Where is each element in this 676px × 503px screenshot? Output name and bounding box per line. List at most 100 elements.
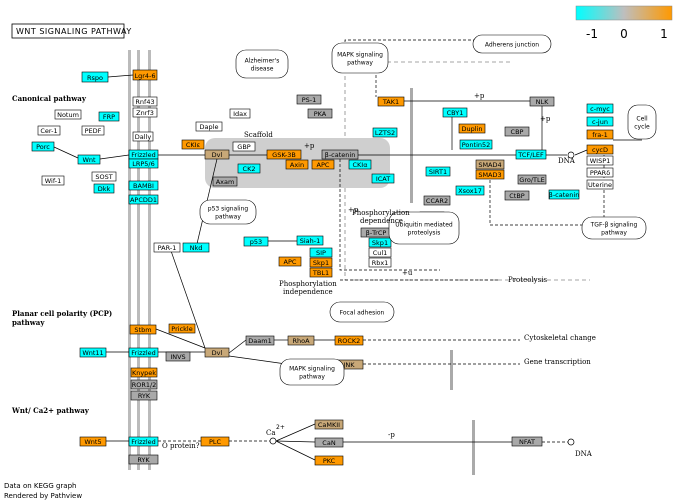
gene-node-znrf3[interactable]: Znrf3	[132, 107, 158, 118]
gene-node-pedf[interactable]: PEDF	[81, 125, 105, 136]
gene-node-kny[interactable]: Knypek	[130, 367, 158, 378]
gene-node-p53[interactable]: p53	[243, 236, 269, 247]
gene-node-frizzled[interactable]: Frizzled	[128, 149, 159, 160]
gene-node-ror12[interactable]: ROR1/2	[130, 379, 158, 390]
gene-node-porc[interactable]: Porc	[31, 141, 55, 152]
gene-node-tak1[interactable]: TAK1	[377, 96, 405, 107]
gene-node-cycd[interactable]: cycD	[586, 144, 614, 155]
gene-node-rnf43[interactable]: Rnf43	[132, 96, 158, 107]
gene-node-dvl2[interactable]: Dvl	[204, 347, 230, 358]
gene-node-grotle[interactable]: Gro/TLE	[517, 174, 547, 185]
gene-node-tbl1[interactable]: TBL1	[309, 267, 333, 278]
gene-node-cbp[interactable]: CBP	[504, 126, 530, 137]
gene-node-pkc[interactable]: PKC	[314, 455, 344, 466]
gene-node-prickle[interactable]: Prickle	[168, 323, 196, 334]
gene-node-lgr46[interactable]: Lgr4-6	[132, 69, 158, 81]
gene-node-ppard[interactable]: PPARδ	[586, 167, 614, 178]
gene-node-ryk[interactable]: RYK	[130, 390, 158, 401]
gene-node-duplin[interactable]: Duplin	[458, 123, 486, 134]
gene-node-daam1[interactable]: Daam1	[245, 335, 275, 346]
gene-node-apc[interactable]: APC	[311, 159, 335, 170]
gene-node-can[interactable]: CaN	[314, 437, 344, 448]
gene-node-pontin52[interactable]: Pontin52	[459, 139, 493, 150]
gene-node-cmyc[interactable]: c-myc	[586, 103, 614, 114]
gene-node-ryk2[interactable]: RYK	[128, 454, 159, 465]
gene-node-dally[interactable]: Dally	[132, 131, 154, 142]
gene-node-ps1[interactable]: PS-1	[296, 94, 322, 105]
gene-node-apc2[interactable]: APC	[278, 256, 302, 267]
gene-node-ccar2[interactable]: CCAR2	[423, 195, 451, 206]
gene-node-wnt[interactable]: Wnt	[77, 154, 101, 165]
gene-node-wif1[interactable]: Wif-1	[41, 175, 65, 186]
gene-node-bambi[interactable]: BAMBI	[128, 180, 159, 191]
gene-node-tcflef[interactable]: TCF/LEF	[515, 149, 547, 160]
gene-label: β-catenin	[549, 191, 580, 199]
pathway-link-focal[interactable]: Focal adhesion	[329, 301, 395, 323]
gene-node-smad4[interactable]: SMAD4	[475, 159, 505, 170]
gene-node-ck2[interactable]: CK2	[237, 163, 261, 174]
gene-node-sost[interactable]: SOST	[91, 171, 117, 182]
gene-node-lzts2[interactable]: LZTS2	[372, 127, 398, 138]
gene-node-icat[interactable]: ICAT	[371, 173, 395, 184]
gene-node-siah1[interactable]: Siah-1	[296, 235, 324, 246]
gene-node-fra1[interactable]: fra-1	[586, 129, 614, 140]
gene-node-frp[interactable]: FRP	[98, 111, 120, 122]
pathway-link-adherens[interactable]: Adherens junction	[472, 34, 552, 54]
gene-node-gsk3b[interactable]: GSK-3B	[266, 149, 302, 160]
gene-node-uterine[interactable]: Uterine	[586, 179, 614, 190]
gene-node-ckia[interactable]: CKIα	[348, 159, 372, 170]
gene-node-invs[interactable]: INVS	[165, 351, 191, 362]
gene-node-cul1[interactable]: Cul1	[368, 247, 392, 258]
gene-node-frizzled3[interactable]: Frizzled	[128, 436, 159, 447]
gene-node-rhoa[interactable]: RhoA	[287, 335, 315, 346]
gene-node-gbp[interactable]: GBP	[232, 141, 256, 152]
gene-node-rspo[interactable]: Rspo	[81, 71, 109, 83]
gene-box	[132, 96, 158, 107]
gene-node-wisp1[interactable]: WISP1	[586, 155, 614, 166]
gene-node-lrp56[interactable]: LRP5/6	[128, 158, 159, 169]
gene-node-bcatenin2[interactable]: β-catenin	[549, 189, 580, 200]
gene-node-ctbp[interactable]: CtBP	[504, 190, 530, 201]
gene-node-sirt1[interactable]: SIRT1	[425, 166, 451, 177]
gene-node-nlk[interactable]: NLK	[529, 96, 555, 107]
gene-node-btrcp[interactable]: β-TrCP	[360, 227, 392, 238]
gene-node-daple[interactable]: Daple	[195, 121, 223, 132]
gene-node-rbx1[interactable]: Rbx1	[368, 257, 392, 268]
gene-node-frizzled2[interactable]: Frizzled	[128, 347, 159, 358]
gene-node-bcatenin[interactable]: β-catenin	[321, 149, 359, 160]
gene-node-par1[interactable]: PAR-1	[153, 242, 181, 253]
edge-rspo-lgr	[107, 74, 134, 78]
gene-node-wnt11[interactable]: Wnt11	[79, 347, 107, 358]
gene-node-skp1b[interactable]: Skp1	[368, 237, 392, 248]
gene-node-ckie[interactable]: CKIε	[181, 139, 205, 150]
gene-node-plc[interactable]: PLC	[200, 436, 230, 447]
gene-node-dvl[interactable]: Dvl	[204, 149, 230, 160]
gene-node-notum[interactable]: Notum	[54, 109, 82, 120]
gene-node-idax[interactable]: Idax	[229, 108, 251, 119]
gene-node-skp1[interactable]: Skp1	[309, 257, 333, 268]
gene-node-axin[interactable]: Axin	[285, 159, 309, 170]
gene-node-pka[interactable]: PKA	[307, 108, 333, 119]
gene-node-apcdd1[interactable]: APCDD1	[128, 194, 159, 205]
gene-node-rock2[interactable]: ROCK2	[334, 335, 364, 346]
gene-node-camkii[interactable]: CaMKII	[314, 419, 344, 430]
gene-node-xsox17[interactable]: Xsox17	[455, 185, 485, 196]
gene-node-wnt5[interactable]: Wnt5	[79, 436, 107, 447]
gene-node-smad3[interactable]: SMAD3	[475, 169, 505, 180]
gene-node-stbm[interactable]: Stbm	[129, 324, 157, 335]
gene-node-cjun[interactable]: c-jun	[586, 116, 614, 127]
gene-node-nfat[interactable]: NFAT	[511, 436, 543, 447]
gene-node-sip[interactable]: SIP	[309, 247, 333, 258]
gene-node-cer1[interactable]: Cer-1	[37, 125, 61, 136]
gene-node-axam[interactable]: Axam	[212, 176, 238, 187]
gene-node-cby1[interactable]: CBY1	[442, 107, 468, 118]
gene-node-dkk[interactable]: Dkk	[93, 183, 115, 194]
gene-node-nkd[interactable]: Nkd	[182, 242, 210, 253]
